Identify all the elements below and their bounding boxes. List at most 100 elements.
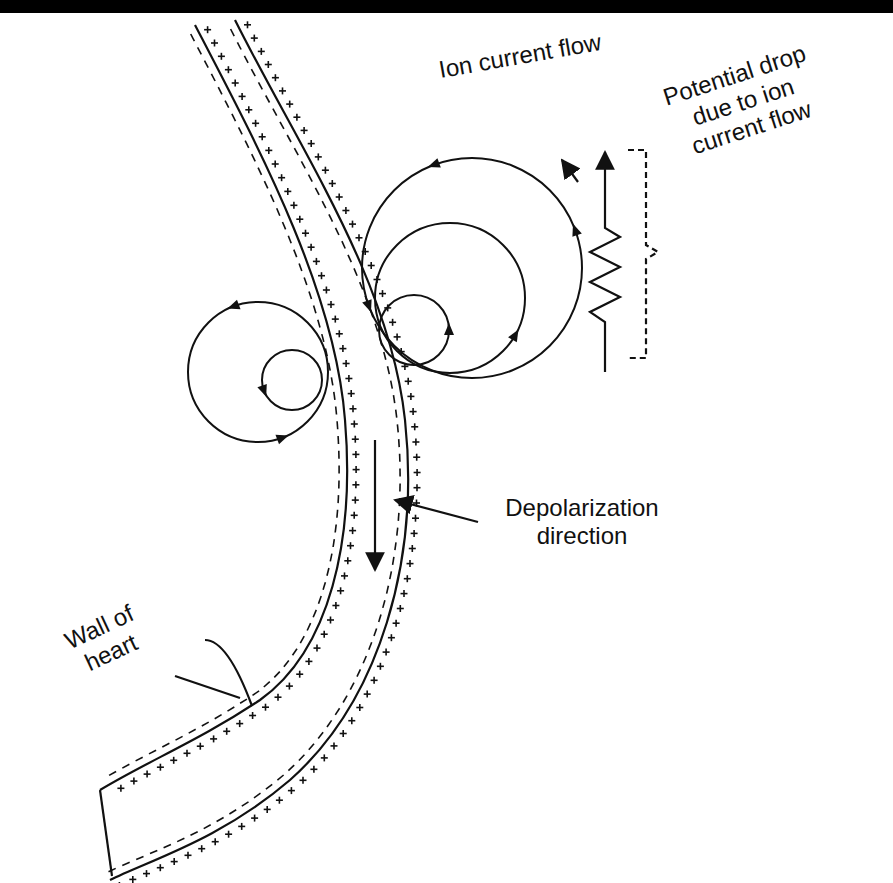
charge-mark xyxy=(314,306,316,314)
charge-mark xyxy=(407,378,409,385)
charge-mark xyxy=(200,743,202,750)
charge-mark xyxy=(296,114,298,121)
charge-mark xyxy=(282,87,284,94)
charge-mark xyxy=(251,69,255,76)
charge-mark xyxy=(393,557,394,565)
callout-label: Wall of heart xyxy=(39,589,171,690)
charge-mark xyxy=(336,421,338,429)
charge-mark xyxy=(355,481,357,488)
charge-mark xyxy=(146,870,148,877)
charge-mark xyxy=(294,250,297,258)
charge-mark xyxy=(267,61,269,68)
charge-mark xyxy=(215,715,222,719)
charge-mark xyxy=(253,691,260,696)
charge-mark xyxy=(241,823,243,830)
charge-mark xyxy=(352,527,354,534)
charge-mark xyxy=(387,586,389,594)
charge-mark xyxy=(211,74,215,81)
charge-mark xyxy=(198,47,202,54)
charge-mark xyxy=(336,510,338,518)
charge-mark xyxy=(326,287,328,294)
charge-mark xyxy=(294,148,298,155)
charge-mark xyxy=(264,682,270,687)
charge-mark xyxy=(338,480,340,488)
callout-label: Ion current flow xyxy=(419,25,621,87)
charge-mark xyxy=(109,772,116,776)
charge-mark xyxy=(234,80,236,87)
wall-branch xyxy=(205,640,252,706)
current-arrow xyxy=(562,160,578,182)
charge-mark xyxy=(301,161,305,168)
charge-mark xyxy=(277,694,279,701)
charge-mark xyxy=(352,221,354,228)
charge-mark xyxy=(413,530,415,537)
charge-mark xyxy=(162,743,169,747)
charge-mark xyxy=(331,377,332,385)
charge-mark xyxy=(342,345,344,352)
charge-mark xyxy=(323,631,325,638)
charge-mark xyxy=(414,423,416,430)
charge-mark xyxy=(335,525,336,533)
current-loop xyxy=(362,158,582,378)
resistor-symbol xyxy=(590,152,620,372)
arrowhead xyxy=(362,299,371,312)
charge-mark xyxy=(150,851,157,854)
charge-mark xyxy=(191,832,198,836)
charge-mark xyxy=(316,645,318,652)
charge-mark xyxy=(347,557,349,564)
charge-mark xyxy=(217,818,224,822)
wall-inner-edge xyxy=(100,25,347,790)
charge-mark xyxy=(136,856,143,859)
charge-mark xyxy=(399,483,401,491)
charge-mark xyxy=(385,649,387,656)
charge-mark xyxy=(299,216,301,223)
charge-mark xyxy=(391,381,393,389)
charge-mark xyxy=(252,154,256,161)
charge-mark xyxy=(173,757,175,764)
callout-label: Depolarization direction xyxy=(482,494,682,549)
charge-mark xyxy=(392,319,394,326)
charge-mark xyxy=(345,207,347,214)
charge-mark xyxy=(319,596,322,604)
charge-mark xyxy=(338,194,340,201)
charge-mark xyxy=(258,168,261,175)
charge-mark xyxy=(342,730,344,737)
charge-mark xyxy=(122,764,129,768)
charge-mark xyxy=(335,708,339,715)
charge-mark xyxy=(318,320,320,328)
charge-mark xyxy=(354,268,357,275)
charge-mark xyxy=(299,755,305,761)
charge-mark xyxy=(289,683,291,690)
charge-mark xyxy=(177,838,184,841)
charge-mark xyxy=(309,292,312,300)
charge-mark xyxy=(136,757,143,761)
charge-mark xyxy=(323,754,325,761)
charge-mark xyxy=(221,53,223,60)
leader-line xyxy=(395,500,478,522)
charge-mark xyxy=(302,777,304,784)
charge-mark xyxy=(119,882,121,883)
charge-mark xyxy=(363,656,366,663)
charge-mark xyxy=(189,729,196,733)
charge-mark xyxy=(322,201,326,208)
charge-mark xyxy=(228,831,230,838)
charge-mark xyxy=(329,214,333,221)
charge-mark xyxy=(331,180,333,187)
charge-mark xyxy=(334,316,336,323)
charge-mark xyxy=(176,736,183,740)
charge-mark xyxy=(231,29,235,36)
charge-mark xyxy=(355,451,357,458)
charge-mark xyxy=(323,582,325,590)
bracket xyxy=(628,150,658,358)
arrowhead xyxy=(257,384,266,397)
charge-mark xyxy=(225,101,229,108)
charge-mark xyxy=(245,141,249,148)
charge-mark xyxy=(338,330,340,337)
charge-mark xyxy=(288,765,294,771)
charge-mark xyxy=(333,742,335,749)
charge-mark xyxy=(186,750,188,757)
charge-mark xyxy=(399,605,401,612)
charge-mark xyxy=(357,669,360,676)
charge-mark xyxy=(268,147,270,154)
charge-mark xyxy=(354,436,356,443)
